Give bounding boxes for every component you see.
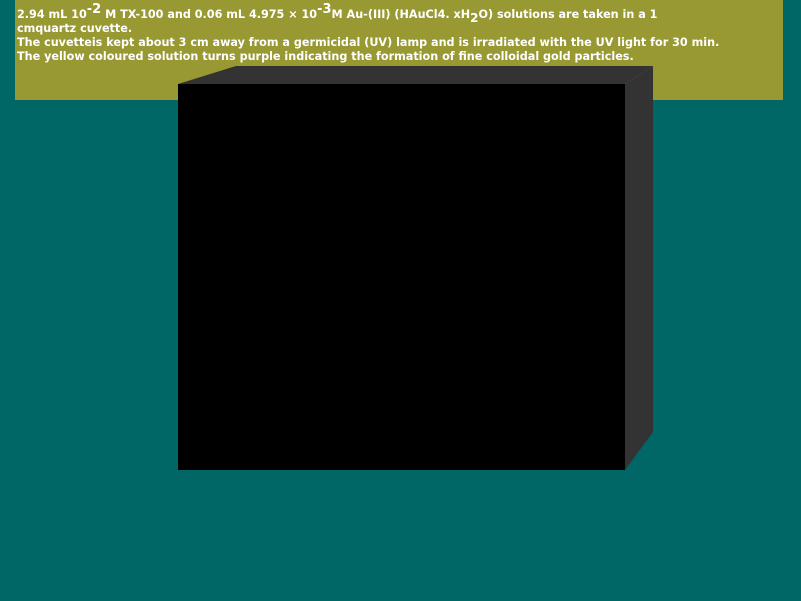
description-line-4: The yellow coloured solution turns purpl…	[17, 50, 634, 63]
description-text: 2.94 mL 10-2 M TX-100 and 0.06 mL 4.975 …	[17, 3, 777, 64]
line1-part-3: M Au-(III) (HAuCl4. xH	[331, 8, 471, 21]
cuvette-top-face	[178, 66, 653, 84]
description-line-1: 2.94 mL 10-2 M TX-100 and 0.06 mL 4.975 …	[17, 3, 777, 25]
subscript-1: 2	[470, 11, 479, 25]
cuvette-front-face	[178, 84, 625, 470]
line1-part-2: M TX-100 and 0.06 mL 4.975 × 10	[101, 8, 318, 21]
line1-part-1: 2.94 mL 10	[17, 8, 87, 21]
exponent-1: -2	[86, 2, 102, 17]
cuvette-side-face	[625, 66, 653, 470]
cuvette-box	[178, 66, 653, 470]
description-line-3: The cuvetteis kept about 3 cm away from …	[17, 36, 720, 49]
exponent-2: -3	[317, 2, 332, 17]
description-line-2: cmquartz cuvette.	[17, 22, 133, 35]
cuvette-box-graphic	[178, 66, 653, 470]
line1-part-4: O) solutions are taken in a 1	[478, 8, 658, 21]
